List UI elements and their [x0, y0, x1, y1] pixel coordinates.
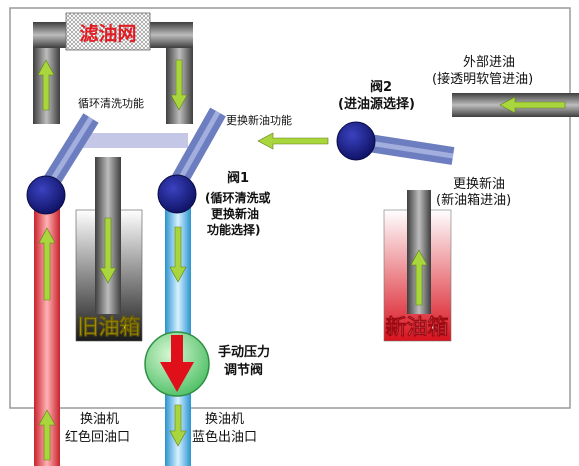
left-junction-valve[interactable]	[26, 175, 66, 215]
valve2-title: 阀2	[370, 80, 393, 95]
replace-function-label: 更换新油功能	[226, 114, 292, 127]
valve-1[interactable]	[157, 174, 197, 214]
crossbar-pipe	[70, 133, 188, 148]
new-oil-label: 更换新油	[453, 177, 506, 192]
valve1-title: 阀1	[227, 171, 250, 186]
valve-2[interactable]	[336, 121, 376, 161]
flow-arrow-left-icon	[499, 96, 566, 114]
flow-arrow-up-icon	[410, 249, 428, 306]
flow-arrow-up-icon	[38, 409, 56, 461]
flow-arrow-icons	[37, 59, 566, 461]
red-port-label: 换油机	[80, 412, 120, 427]
filter-mesh	[65, 12, 151, 51]
flow-arrow-down-icon	[169, 226, 187, 283]
machine-outline	[9, 7, 571, 409]
valve1-sub1: (循环清洗或	[205, 191, 271, 205]
valve1-sub2: 更换新油	[211, 207, 260, 221]
external-inlet-label: 外部进油	[463, 55, 516, 70]
blue-port-label: 换油机	[205, 412, 245, 427]
new-tank-label: 新油箱	[386, 315, 449, 339]
flow-arrow-left-icon	[257, 132, 329, 150]
flow-arrow-up-icon	[38, 227, 56, 301]
flow-arrow-down-icon	[170, 59, 188, 111]
pressure-valve-sublabel: 调节阀	[224, 363, 264, 378]
filter-label: 滤油网	[79, 23, 136, 45]
red-port-sublabel: 红色回油口	[65, 430, 131, 445]
external-inlet-sublabel: (接透明软管进油)	[432, 72, 534, 87]
flow-arrow-up-icon	[37, 59, 55, 111]
blue-port-sublabel: 蓝色出油口	[192, 430, 258, 445]
circulation-label: 循环清洗功能	[78, 97, 144, 110]
old-tank-label: 旧油箱	[78, 315, 141, 339]
new-oil-sublabel: (新油箱进油)	[436, 193, 512, 208]
pressure-valve-label: 手动压力	[218, 345, 271, 360]
valve2-subtitle: (进油源选择)	[338, 97, 415, 112]
flow-arrow-down-icon	[99, 217, 117, 284]
valve1-sub3: 功能选择)	[207, 223, 261, 237]
flow-arrow-down-icon	[169, 404, 187, 447]
pressure-arrow-icon	[171, 335, 183, 365]
